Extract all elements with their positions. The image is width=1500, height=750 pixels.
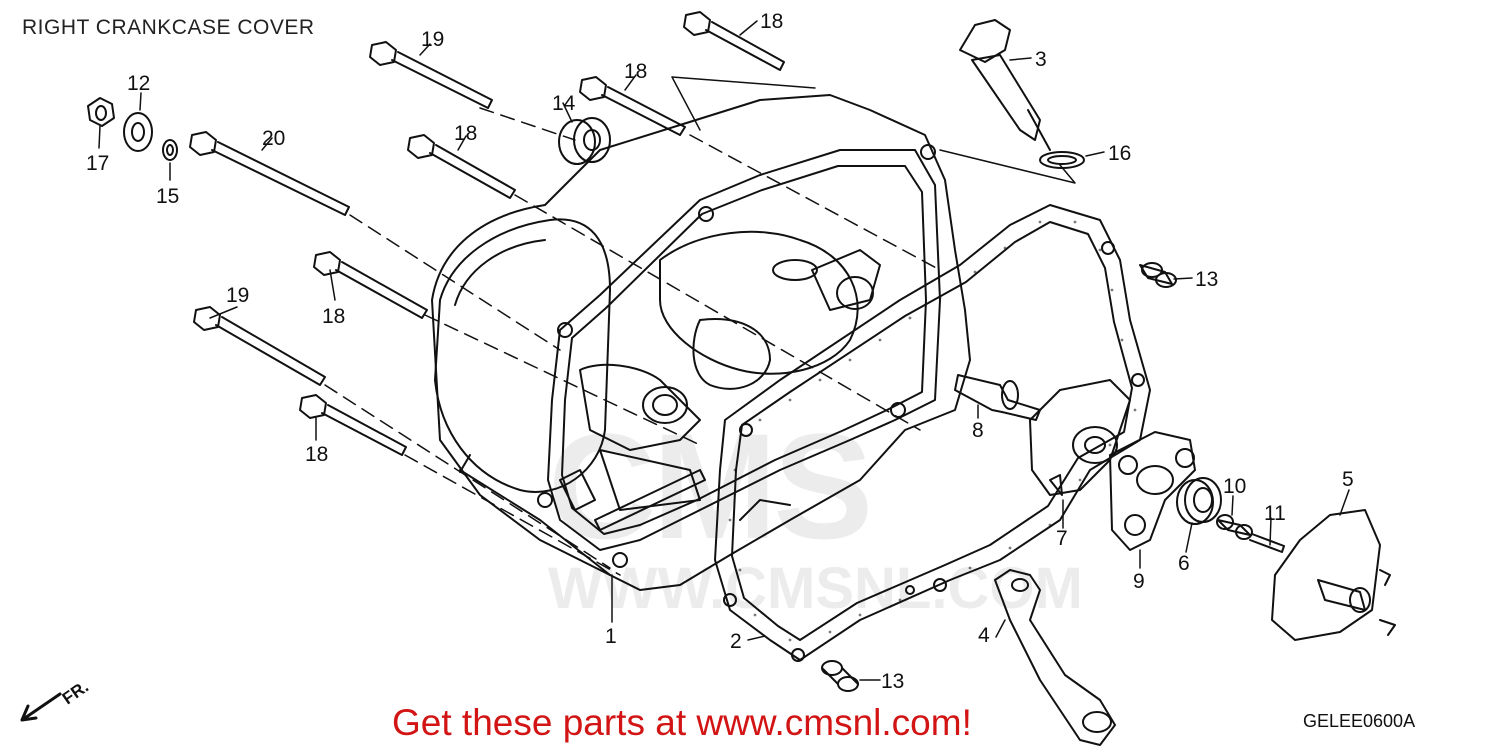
callout-2: 2 bbox=[730, 630, 742, 653]
callout-12: 12 bbox=[127, 72, 150, 95]
callout-15: 15 bbox=[156, 185, 179, 208]
callout-8: 8 bbox=[972, 419, 984, 442]
bolt-18-top bbox=[683, 11, 785, 71]
seal-6 bbox=[1176, 477, 1222, 525]
callout-13: 13 bbox=[881, 670, 904, 693]
bolt-11 bbox=[1249, 533, 1285, 553]
bolt-19-low bbox=[193, 306, 326, 386]
callout-19: 19 bbox=[226, 284, 249, 307]
bolt-19-top bbox=[369, 41, 493, 109]
washer-15 bbox=[162, 139, 178, 161]
bracket-9 bbox=[1109, 431, 1196, 551]
callout-18: 18 bbox=[454, 122, 477, 145]
callout-19: 19 bbox=[421, 28, 444, 51]
promo-link[interactable]: Get these parts at www.cmsnl.com! bbox=[392, 702, 972, 743]
diagram-title: RIGHT CRANKCASE COVER bbox=[22, 16, 315, 39]
callout-6: 6 bbox=[1178, 552, 1190, 575]
leader-lines bbox=[98, 20, 1350, 681]
gasket-dots bbox=[728, 220, 1137, 642]
callout-18: 18 bbox=[305, 443, 328, 466]
callout-7: 7 bbox=[1056, 527, 1068, 550]
bolt-18-low bbox=[313, 251, 428, 319]
callout-18: 18 bbox=[322, 305, 345, 328]
plate-5 bbox=[1271, 509, 1396, 641]
dowel-13-top bbox=[1139, 262, 1177, 288]
nut-17 bbox=[87, 97, 115, 127]
collar-10 bbox=[1216, 514, 1253, 540]
callout-1: 1 bbox=[605, 625, 617, 648]
dipstick-3 bbox=[959, 19, 1051, 151]
callout-18: 18 bbox=[760, 10, 783, 33]
cover-gasket bbox=[714, 204, 1151, 662]
callout-labels: 18 19 18 3 12 14 18 20 16 17 15 13 19 18… bbox=[86, 10, 1354, 693]
bolt-18-bottom bbox=[299, 394, 407, 456]
callout-10: 10 bbox=[1223, 475, 1246, 498]
callout-17: 17 bbox=[86, 152, 109, 175]
kick-arm-4 bbox=[994, 569, 1116, 746]
callout-3: 3 bbox=[1035, 48, 1047, 71]
callout-13: 13 bbox=[1195, 268, 1218, 291]
bolt-18-mid bbox=[579, 76, 686, 136]
plate-7 bbox=[1029, 379, 1131, 496]
callout-20: 20 bbox=[262, 127, 285, 150]
callout-16: 16 bbox=[1108, 142, 1131, 165]
pin-8 bbox=[954, 374, 1041, 421]
callout-5: 5 bbox=[1342, 468, 1354, 491]
dowel-13-bottom bbox=[821, 660, 859, 692]
direction-arrow bbox=[20, 692, 62, 722]
callout-14: 14 bbox=[552, 92, 576, 115]
callout-4: 4 bbox=[978, 624, 990, 647]
bolt-18-left bbox=[407, 134, 516, 199]
o-ring-16 bbox=[1039, 151, 1085, 169]
bearing-14 bbox=[558, 117, 611, 165]
callout-9: 9 bbox=[1133, 570, 1145, 593]
washer-12 bbox=[123, 112, 153, 152]
diagram-code: GELEE0600A bbox=[1303, 711, 1416, 731]
bolt-20 bbox=[189, 131, 350, 216]
callout-11: 11 bbox=[1264, 502, 1286, 525]
callout-18: 18 bbox=[624, 60, 647, 83]
